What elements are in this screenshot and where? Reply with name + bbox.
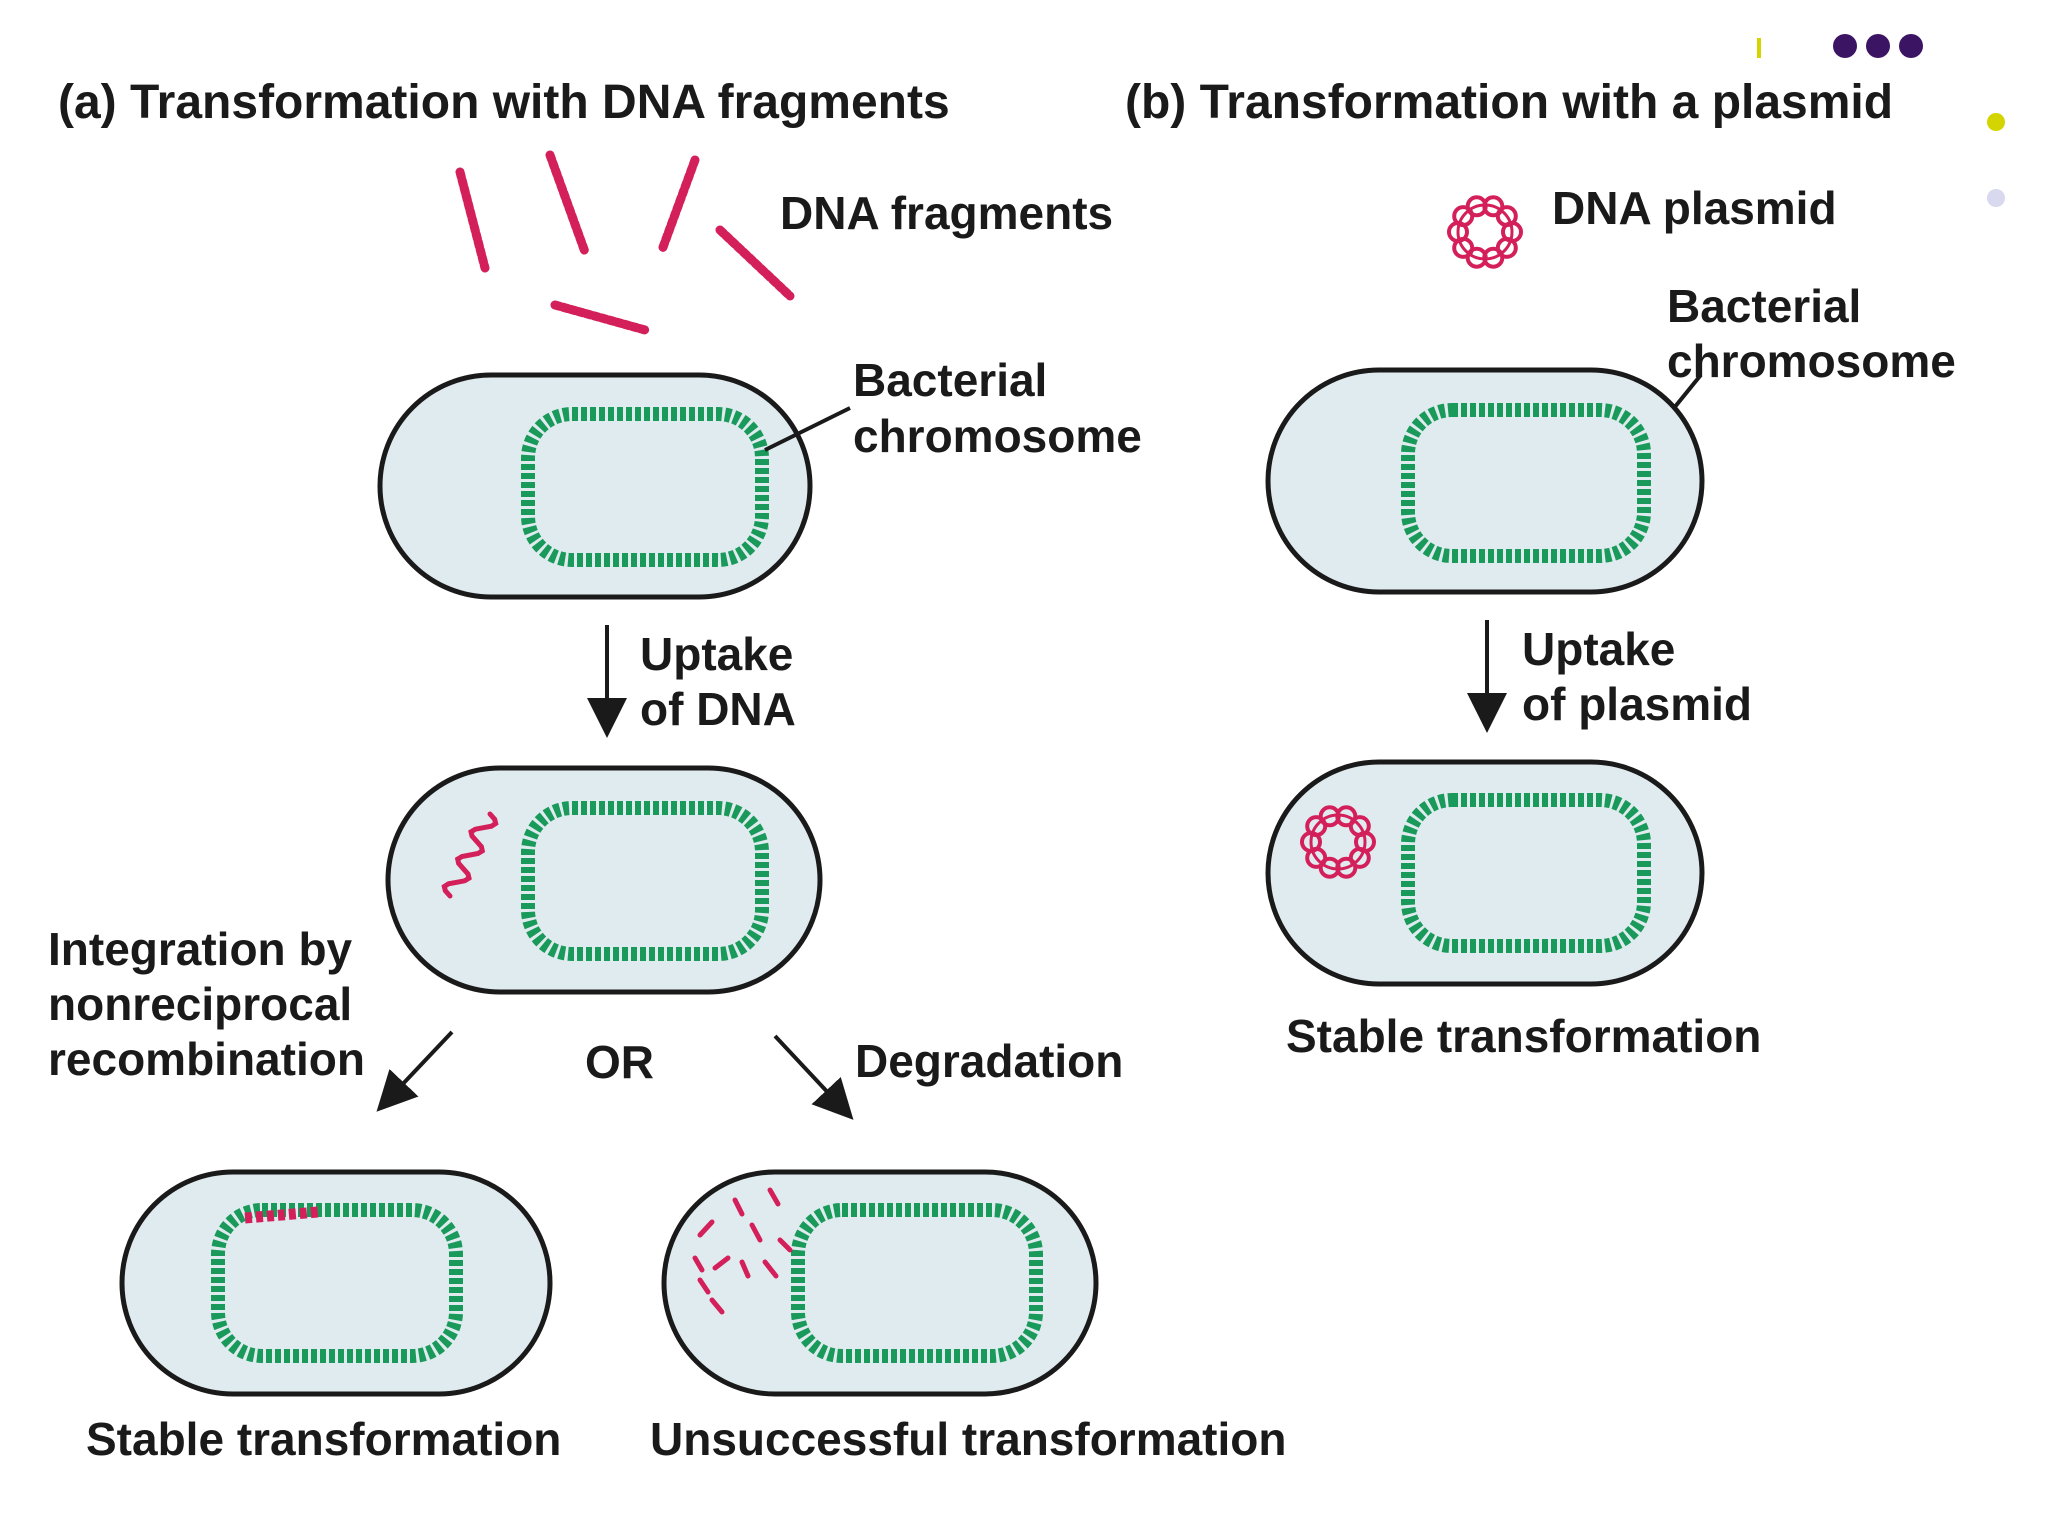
degradation-arrow (773, 1034, 854, 1120)
or-label: OR (585, 1036, 654, 1088)
bacterial-chromosome (521, 801, 769, 961)
uptake-plasmid-label: Uptake of plasmid (1522, 623, 1752, 730)
dna-piece (762, 1259, 779, 1279)
decor-dot (1987, 189, 2005, 207)
bacterial-cell (1265, 759, 1705, 987)
decor-dot (1987, 113, 2005, 131)
stable-transformation-label: Stable transformation (1286, 1010, 1761, 1062)
bacterial-chromosome (211, 1203, 463, 1363)
slide-decoration (1757, 34, 2005, 207)
dna-piece (767, 1187, 781, 1207)
bacterial-cell (119, 1169, 553, 1397)
degradation-label: Degradation (855, 1035, 1123, 1087)
dna-fragment (550, 300, 650, 335)
dna-plasmid-label: DNA plasmid (1552, 182, 1837, 234)
dna-piece (692, 1255, 705, 1273)
bacterial-cell (377, 372, 813, 600)
bacterial-cell (661, 1169, 1099, 1397)
panel-a-title: (a) Transformation with DNA fragments (58, 76, 950, 129)
dna-plasmid-icon (1300, 805, 1376, 879)
integration-label: Integration by nonreciprocal recombinati… (48, 923, 365, 1085)
unsuccessful-transformation-label: Unsuccessful transformation (650, 1413, 1286, 1465)
integration-arrow (376, 1030, 454, 1112)
decor-dot (1899, 34, 1923, 58)
dna-piece (697, 1219, 715, 1238)
degraded-dna (692, 1187, 793, 1315)
bacterial-chromosome-label: Bacterial chromosome (853, 354, 1142, 462)
bacterial-cell (1265, 367, 1705, 595)
bacterial-chromosome (521, 407, 769, 567)
chromosome-pointer (764, 406, 851, 452)
dna-piece (709, 1297, 725, 1315)
dna-fragment (545, 150, 590, 257)
dna-piece (739, 1259, 751, 1279)
bacterial-cell (385, 765, 823, 995)
dna-fragments-label: DNA fragments (780, 187, 1113, 239)
dna-piece (712, 1255, 731, 1271)
decor-dot (1866, 34, 1890, 58)
decor-dot (1833, 34, 1857, 58)
panel-b-title: (b) Transformation with a plasmid (1125, 76, 1893, 129)
integrated-dna (244, 1206, 319, 1224)
bacterial-chromosome (1401, 403, 1651, 563)
dna-fragment (657, 155, 700, 255)
uptake-dna-label: Uptake of DNA (640, 628, 806, 735)
decor-bar (1757, 38, 1761, 58)
dna-piece (777, 1237, 793, 1253)
dna-piece (732, 1197, 745, 1217)
bacterial-chromosome-label: Bacterial chromosome (1667, 280, 1956, 387)
stable-transformation-label: Stable transformation (86, 1413, 561, 1465)
dna-fragment (441, 811, 499, 899)
dna-fragment (455, 167, 490, 273)
bacterial-chromosome (1401, 793, 1651, 953)
dna-piece (697, 1277, 711, 1295)
bacterial-chromosome (791, 1203, 1043, 1363)
dna-fragments (455, 150, 795, 335)
dna-plasmid-icon (1447, 195, 1523, 269)
dna-fragment (715, 225, 795, 301)
dna-piece (749, 1222, 763, 1243)
